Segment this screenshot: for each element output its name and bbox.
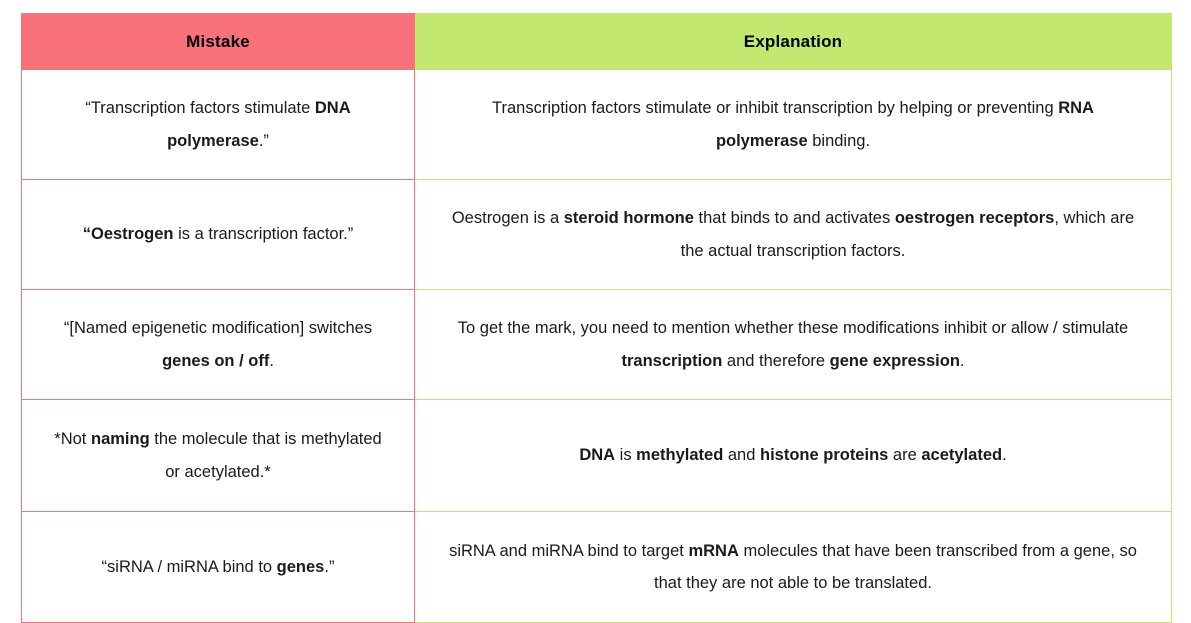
body-text: and	[723, 446, 760, 465]
mistake-cell: *Not naming the molecule that is methyla…	[21, 399, 415, 512]
column-header-mistake: Mistake	[21, 13, 415, 70]
body-text: binding.	[807, 131, 871, 150]
explanation-cell: siRNA and miRNA bind to target mRNA mole…	[414, 511, 1172, 623]
mistake-cell: “Transcription factors stimulate DNA pol…	[21, 69, 415, 180]
table-body: “Transcription factors stimulate DNA pol…	[21, 69, 1172, 623]
body-text: and therefore	[722, 351, 830, 370]
body-text: .	[1002, 446, 1007, 465]
body-text: siRNA and miRNA bind to target	[449, 541, 689, 560]
emphasis-text: transcription	[621, 351, 723, 370]
table-row: “[Named epigenetic modification] switche…	[21, 289, 1172, 400]
mistake-cell: “Oestrogen is a transcription factor.”	[21, 179, 415, 290]
emphasis-text: RNA polymerase	[715, 99, 1094, 150]
table-row: “siRNA / miRNA bind to genes.” siRNA and…	[21, 511, 1172, 623]
body-text: .	[959, 351, 965, 370]
body-text: that binds to and activates	[693, 209, 895, 228]
emphasis-text: DNA	[579, 446, 616, 465]
body-text: are	[888, 446, 922, 465]
body-text: Oestrogen is a	[451, 209, 564, 228]
body-text: is a transcription factor.”	[173, 225, 354, 244]
emphasis-text: “Oestrogen	[82, 225, 174, 244]
table-row: “Transcription factors stimulate DNA pol…	[21, 69, 1172, 180]
emphasis-text: genes on / off	[162, 351, 270, 370]
body-text: the molecule that is methylated or acety…	[149, 430, 382, 481]
body-text: *Not	[54, 430, 91, 449]
explanation-cell: DNA is methylated and histone proteins a…	[414, 399, 1172, 512]
column-header-explanation: Explanation	[414, 13, 1172, 70]
emphasis-text: steroid hormone	[563, 209, 694, 228]
emphasis-text: naming	[90, 430, 150, 449]
body-text: is	[615, 446, 637, 465]
table-header: Mistake Explanation	[21, 13, 1172, 70]
explanation-cell: Transcription factors stimulate or inhib…	[414, 69, 1172, 180]
body-text: , which are the actual transcription fac…	[680, 209, 1135, 260]
emphasis-text: methylated	[636, 446, 724, 465]
emphasis-text: gene expression	[829, 351, 960, 370]
page-root: Mistake Explanation “Transcription facto…	[21, 13, 1172, 623]
explanation-cell: Oestrogen is a steroid hormone that bind…	[414, 179, 1172, 290]
body-text: To get the mark, you need to mention whe…	[457, 319, 1129, 338]
emphasis-text: mRNA	[688, 541, 739, 560]
explanation-cell: To get the mark, you need to mention whe…	[414, 289, 1172, 400]
mistake-cell: “[Named epigenetic modification] switche…	[21, 289, 415, 400]
body-text: .”	[258, 131, 269, 150]
emphasis-text: histone proteins	[759, 446, 889, 465]
body-text: .	[269, 351, 274, 370]
emphasis-text: oestrogen receptors	[894, 209, 1055, 228]
mistake-cell: “siRNA / miRNA bind to genes.”	[21, 511, 415, 623]
mistakes-explanations-table: Mistake Explanation “Transcription facto…	[21, 13, 1172, 623]
body-text: “[Named epigenetic modification] switche…	[63, 319, 373, 338]
emphasis-text: DNA polymerase	[167, 99, 351, 150]
body-text: “Transcription factors stimulate	[85, 99, 315, 118]
body-text: Transcription factors stimulate or inhib…	[492, 99, 1059, 118]
table-header-row: Mistake Explanation	[21, 13, 1172, 70]
emphasis-text: acetylated	[921, 446, 1003, 465]
table-row: “Oestrogen is a transcription factor.” O…	[21, 179, 1172, 290]
table-row: *Not naming the molecule that is methyla…	[21, 399, 1172, 512]
